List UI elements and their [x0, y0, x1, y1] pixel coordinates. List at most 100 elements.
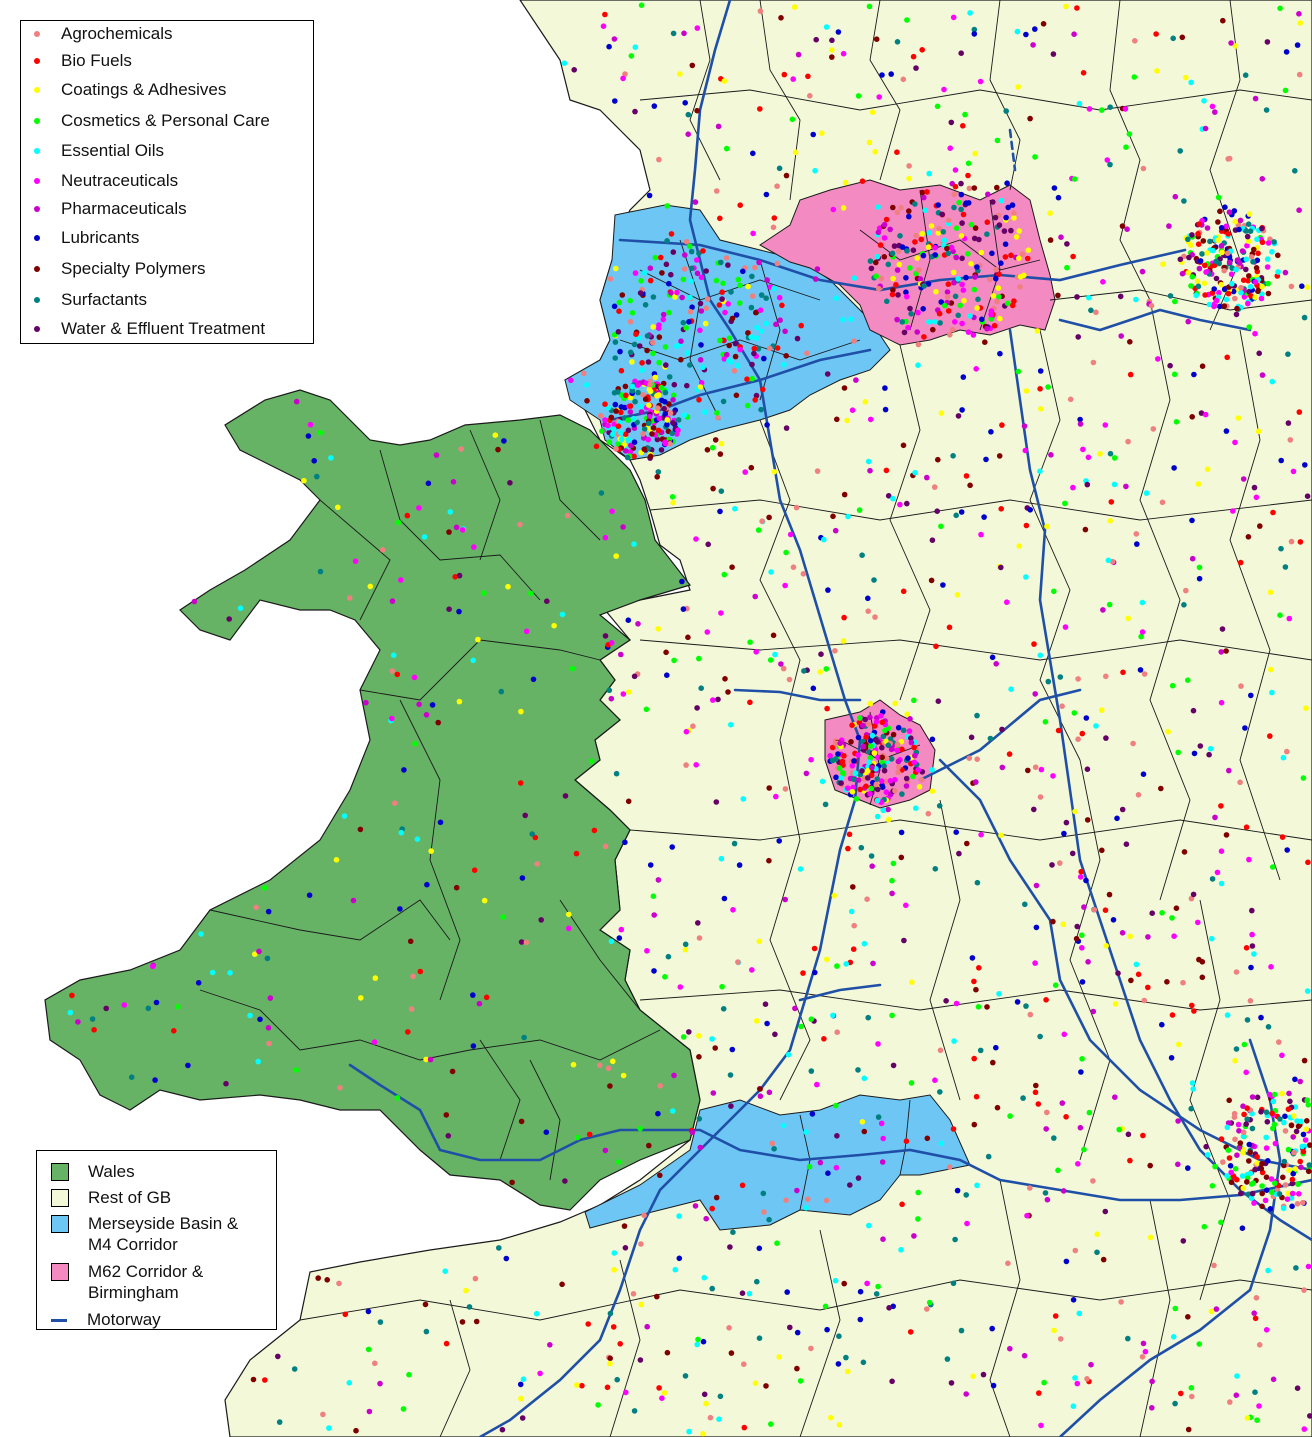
- site-point: [1246, 1158, 1252, 1164]
- site-point: [618, 430, 624, 436]
- site-point: [710, 697, 716, 703]
- site-point: [1038, 766, 1045, 773]
- site-point: [1013, 234, 1020, 240]
- site-point: [588, 758, 595, 765]
- site-point: [980, 1371, 987, 1378]
- site-point: [883, 789, 890, 795]
- site-point: [1225, 156, 1231, 162]
- site-point: [998, 564, 1004, 571]
- site-point: [1285, 1106, 1292, 1112]
- site-point: [652, 254, 659, 261]
- site-point: [638, 278, 644, 284]
- site-point: [829, 37, 835, 44]
- site-point: [1286, 1090, 1292, 1097]
- site-point: [907, 716, 913, 722]
- site-point: [1154, 68, 1160, 74]
- site-point: [1247, 998, 1254, 1004]
- site-point: [1189, 232, 1195, 238]
- m62-corridor-area: [759, 179, 1056, 346]
- site-point: [633, 331, 639, 338]
- site-point: [611, 332, 618, 338]
- site-point: [519, 1415, 526, 1421]
- site-point: [783, 549, 789, 556]
- site-point: [266, 1040, 272, 1047]
- site-point: [874, 797, 881, 804]
- site-point: [1284, 847, 1290, 853]
- site-point: [69, 992, 75, 999]
- site-point: [841, 385, 848, 391]
- site-point: [1289, 1176, 1296, 1183]
- area-legend-label: M62 Corridor & Birmingham: [88, 1262, 204, 1302]
- site-point: [914, 255, 920, 261]
- dot-icon: [34, 118, 40, 124]
- site-point: [696, 1116, 703, 1122]
- site-point: [911, 697, 917, 704]
- site-point: [1133, 961, 1140, 968]
- site-point: [1138, 633, 1144, 640]
- site-point: [610, 431, 616, 438]
- site-point: [645, 420, 652, 427]
- site-point: [974, 305, 980, 311]
- site-point: [627, 394, 634, 401]
- site-point: [1244, 1116, 1250, 1122]
- site-point: [837, 740, 843, 747]
- legend-item: Water & Effluent Treatment: [21, 317, 265, 341]
- site-point: [1218, 1136, 1225, 1142]
- site-point: [1218, 649, 1224, 655]
- site-point: [805, 1196, 811, 1202]
- site-point: [1111, 481, 1118, 488]
- site-point: [1086, 294, 1092, 301]
- site-point: [1006, 751, 1013, 757]
- site-point: [1085, 454, 1092, 461]
- site-point: [612, 339, 619, 345]
- site-point: [1270, 1098, 1277, 1105]
- site-point: [682, 946, 689, 953]
- site-point: [960, 287, 967, 294]
- site-point: [247, 1012, 253, 1019]
- site-point: [1285, 351, 1291, 358]
- site-point: [717, 337, 723, 344]
- site-point: [843, 961, 849, 967]
- site-point: [152, 1077, 158, 1083]
- site-point: [945, 281, 952, 288]
- site-point: [790, 76, 796, 82]
- site-point: [1036, 1390, 1042, 1396]
- site-point: [1183, 587, 1189, 594]
- site-point: [935, 456, 941, 463]
- site-point: [882, 406, 889, 413]
- site-point: [1248, 293, 1254, 299]
- site-point: [709, 1036, 715, 1042]
- site-point: [1255, 288, 1261, 295]
- site-point: [937, 1047, 944, 1054]
- dot-icon: [34, 178, 40, 184]
- site-point: [1061, 1031, 1068, 1038]
- site-point: [1015, 84, 1021, 90]
- site-point: [606, 439, 613, 445]
- site-point: [605, 405, 611, 411]
- site-point: [998, 197, 1005, 204]
- site-point: [688, 278, 694, 285]
- site-point: [696, 250, 702, 256]
- site-point: [900, 76, 907, 83]
- site-point: [814, 1081, 820, 1088]
- site-point: [975, 1004, 982, 1010]
- site-point: [335, 504, 341, 511]
- site-point: [1302, 462, 1308, 468]
- site-point: [733, 392, 740, 399]
- site-point: [710, 1090, 717, 1096]
- site-point: [1243, 228, 1249, 234]
- site-point: [970, 332, 977, 338]
- site-point: [619, 436, 625, 443]
- site-point: [1269, 378, 1276, 385]
- site-point: [872, 736, 879, 743]
- site-point: [725, 262, 731, 268]
- site-point: [671, 657, 677, 664]
- site-point: [1105, 557, 1112, 564]
- site-point: [774, 183, 780, 189]
- site-point: [631, 1408, 638, 1414]
- site-point: [697, 1144, 704, 1151]
- site-point: [1181, 198, 1187, 204]
- site-point: [756, 938, 763, 945]
- legend-item-label: Essential Oils: [61, 141, 164, 160]
- site-point: [822, 801, 829, 808]
